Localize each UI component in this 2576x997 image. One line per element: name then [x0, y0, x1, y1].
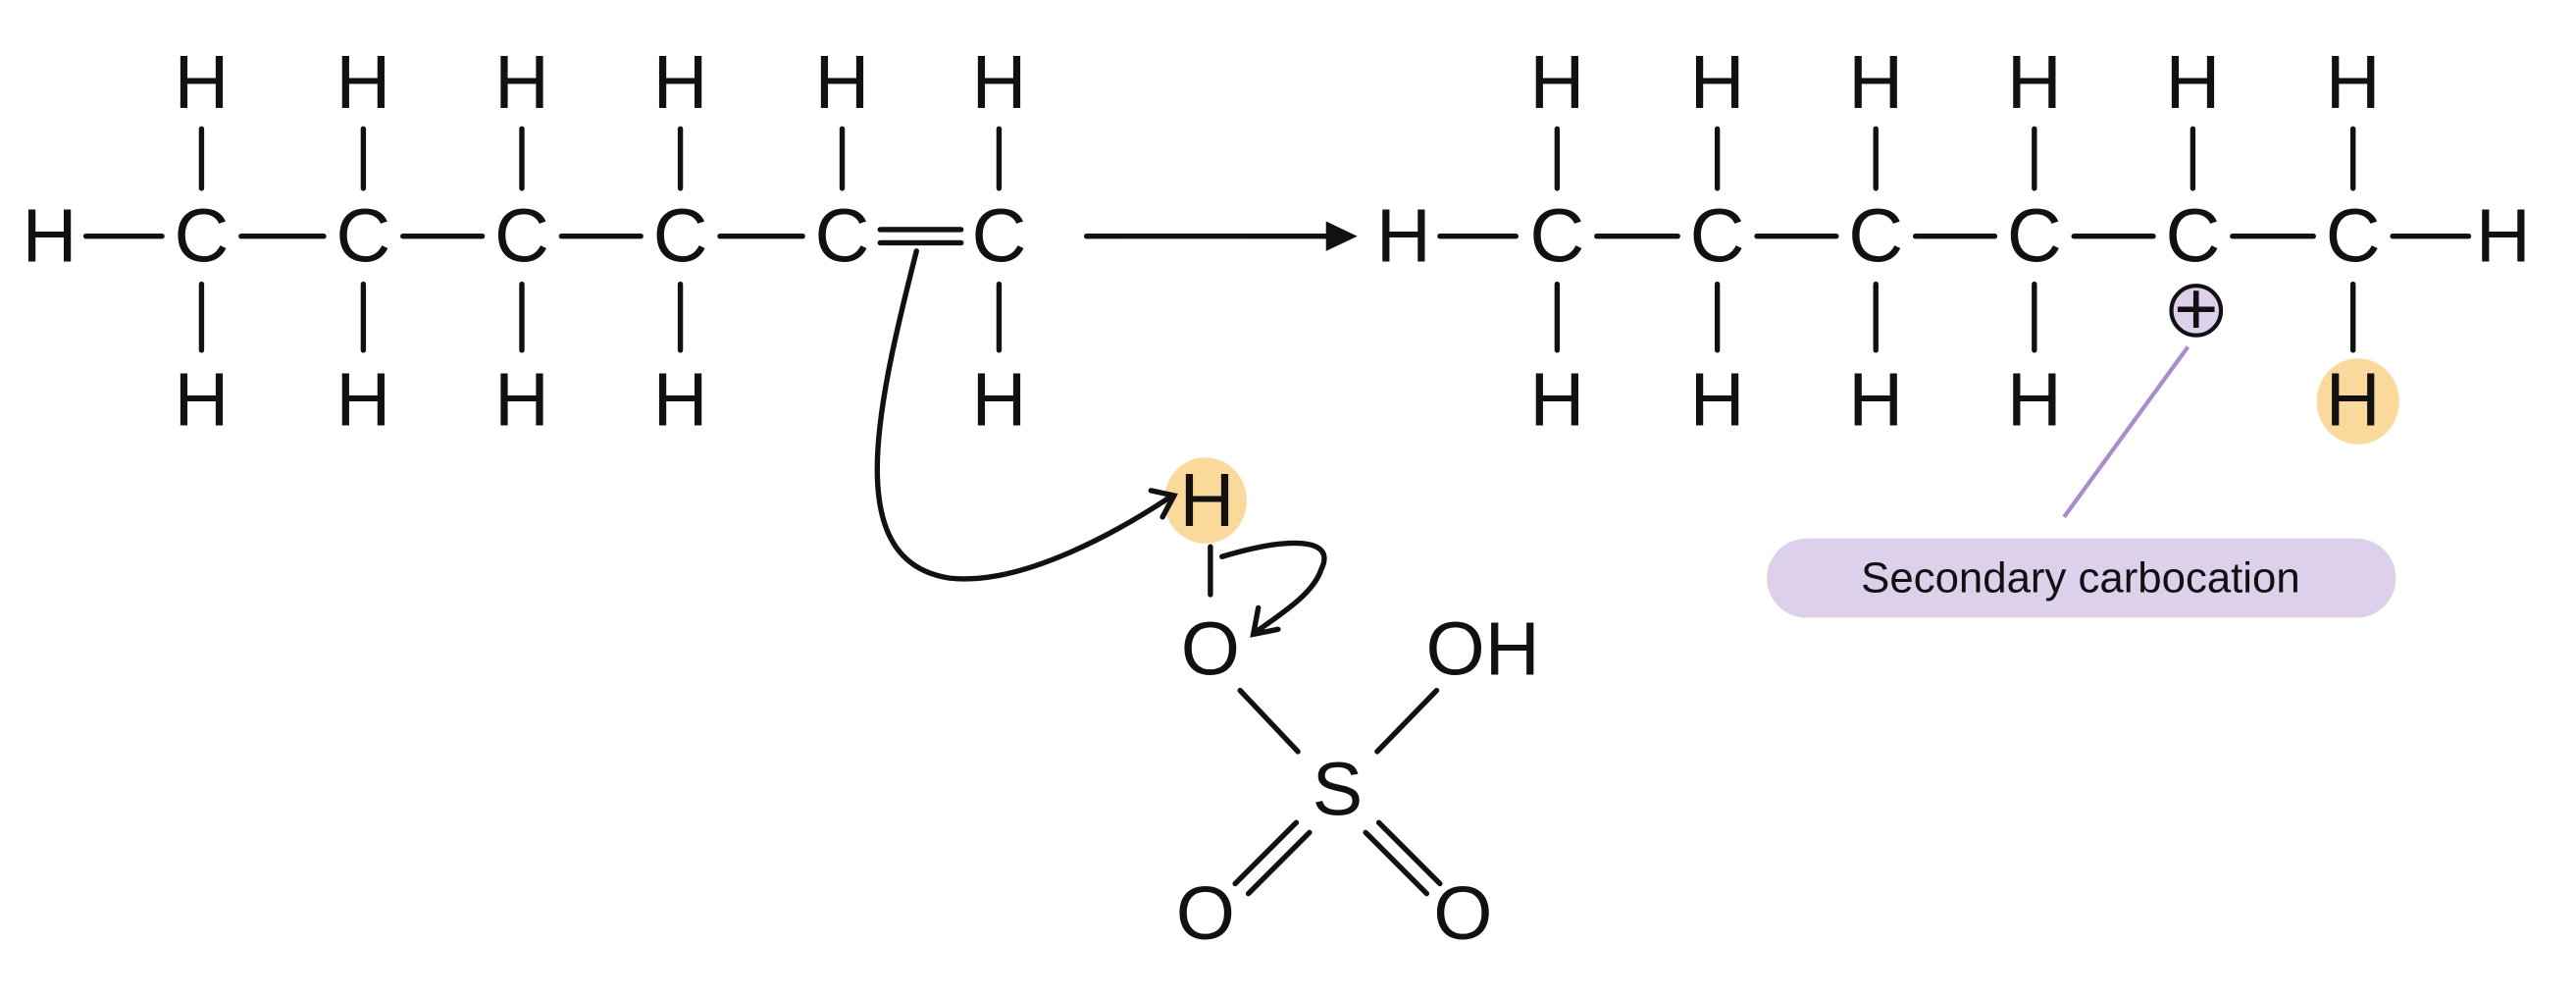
reactant-hydrogen-atom: H: [653, 40, 708, 125]
product-hydrogen-atom: H: [1376, 194, 1431, 279]
product-hydrogen-atom: H: [2165, 40, 2220, 125]
product-hydrogen-atom: H: [2326, 40, 2381, 125]
reactant-carbon-atom: C: [494, 194, 549, 279]
product-hydrogen-atom: H: [2007, 40, 2062, 125]
highlighted-hydrogen: [1163, 457, 1247, 544]
reactant-hydrogen-atom: H: [815, 40, 870, 125]
reaction-arrowhead-icon: [1325, 221, 1358, 251]
product-hydrogen-atom: H: [1529, 357, 1584, 442]
electron-arrow-pi-bond: [874, 248, 1175, 582]
product-hydrogen-atom: H: [1529, 40, 1584, 125]
double-bond: [1375, 819, 1443, 887]
reactant-carbon-atom: C: [815, 194, 870, 279]
reactant-hydrogen-atom: H: [494, 357, 549, 442]
bonds: [82, 126, 2472, 897]
reactant-hydrogen-atom: H: [23, 194, 77, 279]
reactant-carbon-atom: C: [653, 194, 708, 279]
reactant-hydrogen-atom: H: [494, 40, 549, 125]
reactant-hydrogen-atom: H: [174, 40, 229, 125]
reactant-hydrogen-atom: H: [653, 357, 708, 442]
acid-oxygen-atom: O: [1181, 607, 1240, 692]
product-hydrogen-atom: H: [2007, 357, 2062, 442]
reactant-hydrogen-atom: H: [335, 357, 390, 442]
single-bond: [1237, 687, 1301, 755]
product-carbon-atom: C: [2007, 194, 2062, 279]
double-bond: [1232, 819, 1300, 887]
annotation-label: Secondary carbocation: [1861, 554, 2300, 603]
product-hydrogen-atom: H: [1848, 40, 1903, 125]
product-hydrogen-atom: H: [1690, 40, 1745, 125]
product-hydrogen-atom: H: [1690, 357, 1745, 442]
highlights: [1163, 358, 2399, 544]
double-bond: [1363, 829, 1430, 897]
product-hydrogen-atom: H: [2326, 357, 2381, 442]
reactant-carbon-atom: C: [971, 194, 1026, 279]
acid-hydroxyl-group: OH: [1426, 607, 1540, 692]
product-carbon-atom: C: [1529, 194, 1584, 279]
product-carbon-atom: C: [2165, 194, 2220, 279]
annotation-callout: Secondary carbocation: [1767, 345, 2396, 618]
product-hydrogen-atom: H: [1848, 357, 1903, 442]
reactant-carbon-atom: C: [174, 194, 229, 279]
annotation-pointer-line: [2062, 345, 2190, 519]
electron-arrow-head-icon: [1148, 488, 1178, 520]
acid-oxygen-atom: O: [1176, 871, 1235, 956]
reactant-hydrogen-atom: H: [971, 40, 1026, 125]
reactant-hydrogen-atom: H: [971, 357, 1026, 442]
reactant-hydrogen-atom: H: [335, 40, 390, 125]
sulfur-atom: S: [1313, 748, 1364, 832]
product-carbon-atom: C: [2326, 194, 2381, 279]
product-hydrogen-atom: H: [2476, 194, 2531, 279]
reactant-carbon-atom: C: [335, 194, 390, 279]
double-bond: [1245, 829, 1313, 897]
acid-oxygen-atom: O: [1433, 871, 1492, 956]
product-carbon-atom: C: [1690, 194, 1745, 279]
charge-symbol: +: [2174, 267, 2218, 351]
annotation-pill: [1767, 538, 2396, 618]
acid-hydrogen-atom: H: [1180, 458, 1235, 543]
product-carbon-atom: C: [1848, 194, 1903, 279]
reactant-hydrogen-atom: H: [174, 357, 229, 442]
single-bond: [1374, 687, 1440, 755]
electron-arrow-bond-break: [1218, 540, 1327, 636]
positive-charge-icon: [2169, 284, 2224, 338]
highlighted-hydrogen: [2316, 358, 2399, 445]
electron-arrow-head-icon: [1250, 604, 1281, 638]
